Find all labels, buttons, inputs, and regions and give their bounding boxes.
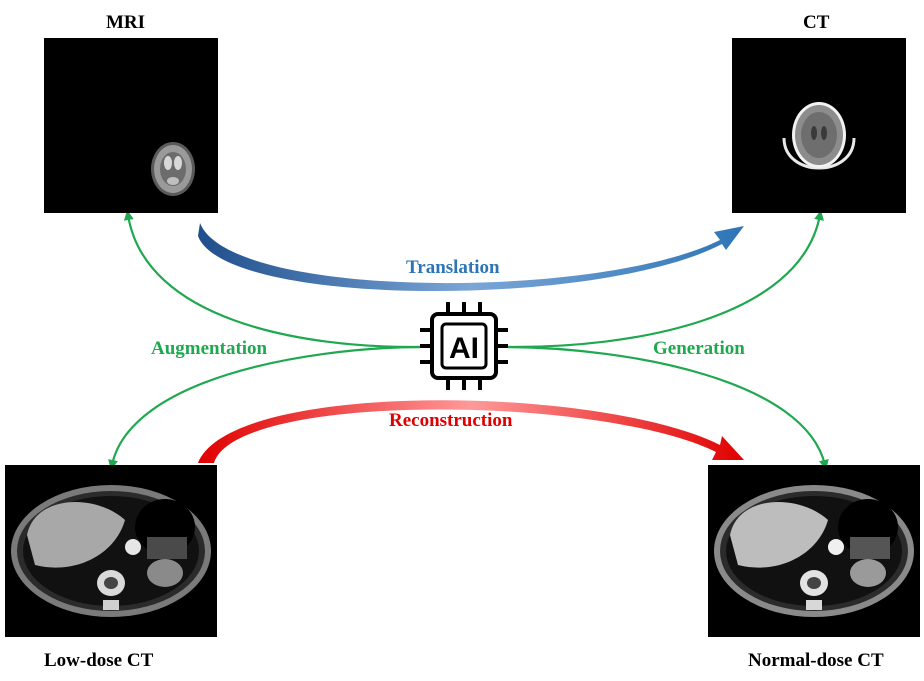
reconstruction-arrow [198, 400, 744, 463]
generation-arrow-down [507, 345, 829, 470]
low-dose-ct-title: Low-dose CT [44, 650, 154, 671]
mri-image [44, 38, 218, 213]
generation-arrow-up [507, 210, 824, 349]
augmentation-arrow-up [123, 210, 421, 349]
translation-label: Translation [406, 257, 500, 278]
ct-image [732, 38, 906, 213]
ai-chip-text: AI [449, 332, 479, 365]
normal-dose-ct-image [708, 465, 920, 637]
translation-arrow [198, 223, 744, 292]
low-dose-ct-image [5, 465, 217, 637]
augmentation-arrow-down [108, 345, 421, 470]
mri-title: MRI [106, 12, 146, 33]
generation-label: Generation [653, 338, 745, 359]
ai-chip-icon: AI [420, 302, 508, 390]
reconstruction-label: Reconstruction [389, 410, 513, 431]
augmentation-label: Augmentation [151, 338, 268, 359]
normal-dose-ct-title: Normal-dose CT [748, 650, 884, 671]
ct-title: CT [803, 12, 830, 33]
